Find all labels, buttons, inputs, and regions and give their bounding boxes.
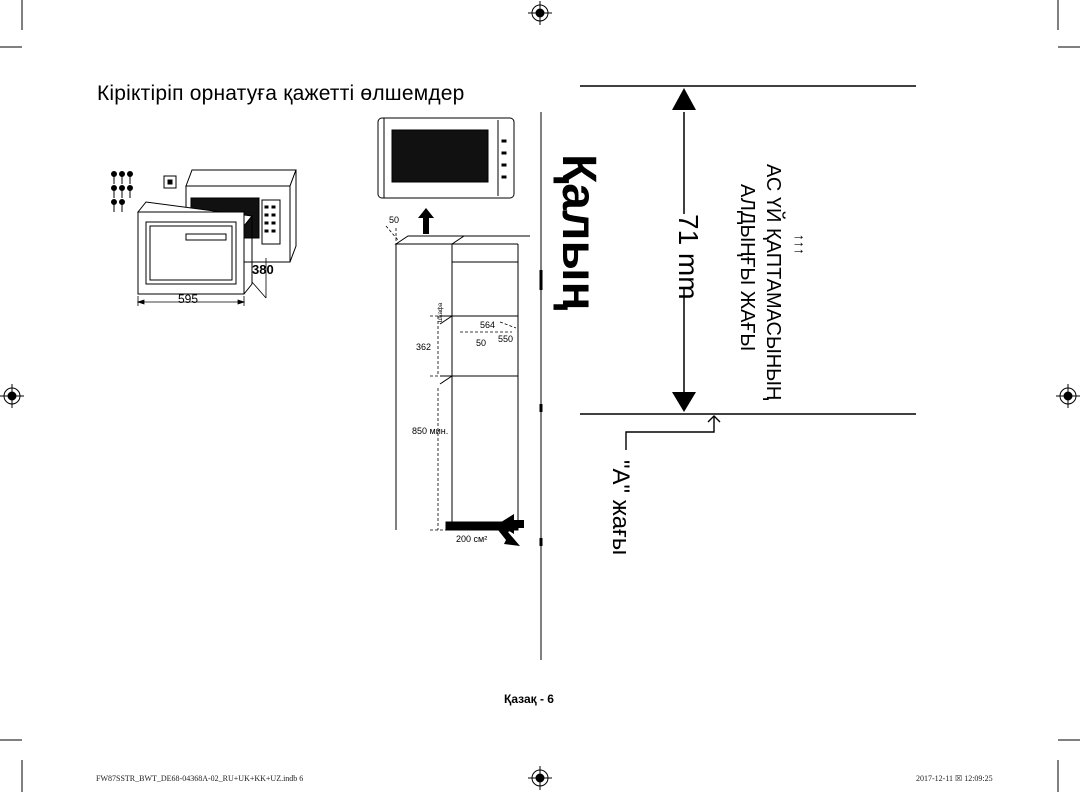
footer-file-name: FW87SSTR_BWT_DE68-04368A-02_RU+UK+KK+UZ.… (96, 774, 304, 783)
microwave-illustration (377, 117, 515, 199)
dim-362-label: 362 (416, 342, 432, 352)
dim-50-inner-label: 50 (476, 338, 487, 348)
marker-label: шкафа (438, 302, 444, 322)
arrow-left-icon (498, 514, 524, 534)
dimension-lines-oven (136, 258, 267, 306)
dim-top-label: 50 (389, 215, 400, 225)
dim-200-label: 200 см² (456, 534, 488, 544)
cabinet-illustration (394, 235, 530, 531)
dim-depth-label: 380 (252, 262, 274, 277)
registration-mark-left (0, 384, 24, 408)
screws-icon (111, 171, 133, 212)
arrow-up-icon (418, 208, 434, 234)
arrows-icon: ↑↑↑ (792, 234, 808, 255)
dim-564-label: 564 (480, 320, 496, 330)
front-label-line1: АС ҮЙ ҚАПТАМАСЫНЫҢ (762, 164, 784, 401)
measurement-label: 71 mm (673, 214, 704, 300)
dim-width-label: 595 (178, 292, 199, 306)
arrow-diagonal-icon (498, 530, 520, 546)
registration-mark-top (528, 1, 552, 25)
thickness-diagram (580, 85, 916, 415)
dim-850-label: 850 мин. (412, 426, 449, 436)
thickness-label: Қалың (552, 154, 605, 311)
page-number: Қазақ - 6 (504, 692, 554, 706)
side-a-pointer (625, 415, 721, 450)
page-title: Кіріктіріп орнатуға қажетті өлшемдер (97, 82, 465, 105)
dim-550-label: 550 (498, 334, 514, 344)
registration-mark-right (1056, 384, 1080, 408)
side-a-label: "A" жағы (607, 460, 634, 556)
front-label-line2: АЛДЫҢҒЫ ЖАҒЫ (736, 184, 758, 352)
dimension-lines-cabinet (385, 225, 517, 531)
footer-date-time: 2017-12-11 ☒ 12:09:25 (916, 774, 993, 783)
trim-frame-illustration (137, 201, 253, 295)
registration-mark-bottom (528, 766, 552, 790)
